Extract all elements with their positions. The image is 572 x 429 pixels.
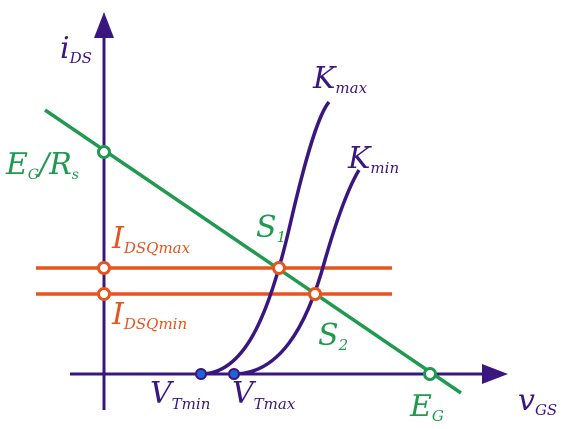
y-axis-arrow [94, 12, 114, 38]
vtmax-label: VTmax [232, 376, 296, 413]
y-axis-label: iDS [60, 31, 92, 67]
idsq-min-axis-point [97, 287, 111, 301]
kmin-label: Kmin [347, 141, 399, 177]
s1-label: S1 [256, 210, 286, 246]
x-axis-label: vGS [518, 383, 557, 419]
s2-label: S2 [318, 318, 348, 354]
eg-label: EG [409, 389, 444, 425]
eg-point [423, 367, 437, 381]
s2-point [308, 287, 322, 301]
eg-over-rs-label: EG/Rs [5, 147, 79, 183]
x-axis-arrow [482, 364, 508, 384]
idsq-max-axis-point [97, 261, 111, 275]
vtmin-point [195, 368, 207, 380]
eg-over-rs-point [97, 145, 111, 159]
load-line [44, 108, 462, 395]
kmin-curve [233, 169, 361, 376]
idsq-min-label: IDSQmin [111, 297, 187, 333]
s1-point [272, 261, 286, 275]
kmax-curve [200, 100, 331, 376]
kmax-label: Kmax [312, 61, 368, 97]
vtmax-point [228, 368, 240, 380]
vtmin-label: VTmin [150, 376, 210, 413]
idsq-max-label: IDSQmax [111, 221, 191, 257]
